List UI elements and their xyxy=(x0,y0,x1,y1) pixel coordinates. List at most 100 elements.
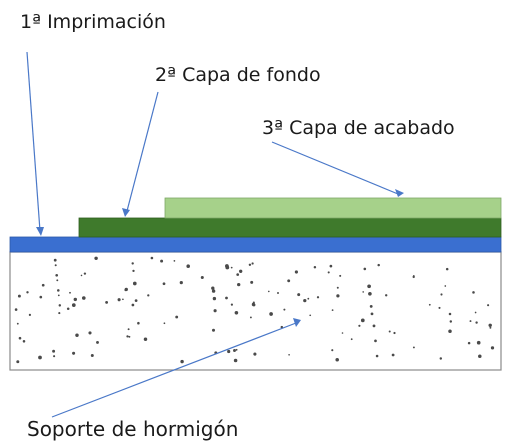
aggregate-dot xyxy=(331,349,334,352)
aggregate-dot xyxy=(438,306,441,309)
aggregate-dot xyxy=(72,351,76,355)
aggregate-dot xyxy=(444,285,447,287)
aggregate-dot xyxy=(303,298,307,303)
aggregate-dot xyxy=(128,335,131,338)
aggregate-dot xyxy=(94,256,98,261)
aggregate-dot xyxy=(336,294,340,298)
aggregate-dot xyxy=(28,313,32,317)
aggregate-dot xyxy=(126,335,129,338)
aggregate-dot xyxy=(105,300,109,304)
aggregate-dot xyxy=(143,337,148,342)
aggregate-dot xyxy=(225,264,229,268)
aggregate-dot xyxy=(358,324,361,327)
aggregate-dot xyxy=(236,273,240,276)
aggregate-dot xyxy=(375,354,379,358)
primer-arrowhead xyxy=(36,227,44,236)
base-coat-arrowhead xyxy=(122,208,130,217)
aggregate-dot xyxy=(88,331,92,335)
aggregate-dot xyxy=(163,322,166,325)
aggregate-dot xyxy=(147,294,150,297)
aggregate-dot xyxy=(490,346,495,350)
aggregate-dot xyxy=(445,267,449,271)
aggregate-dot xyxy=(288,353,290,356)
aggregate-dot xyxy=(17,294,21,298)
base-coat-leader-line xyxy=(126,91,159,212)
aggregate-dot xyxy=(335,358,339,362)
aggregate-dot xyxy=(39,295,43,299)
aggregate-dot xyxy=(449,320,453,323)
finish-coat-arrowhead xyxy=(395,189,404,197)
aggregate-dot xyxy=(175,315,179,319)
aggregate-dot xyxy=(475,321,478,324)
finish-coat-leader-line xyxy=(271,141,399,195)
aggregate-dot xyxy=(367,284,371,289)
aggregate-dot xyxy=(237,282,241,287)
aggregate-dot xyxy=(66,307,70,310)
aggregate-dot xyxy=(58,312,61,315)
aggregate-dot xyxy=(211,286,215,290)
aggregate-dot xyxy=(52,349,56,353)
aggregate-dot xyxy=(239,269,243,273)
aggregate-dot xyxy=(251,262,254,265)
aggregate-dot xyxy=(363,267,367,271)
aggregate-dot xyxy=(234,311,239,315)
aggregate-dot xyxy=(287,279,291,283)
aggregate-dot xyxy=(472,291,475,294)
aggregate-dot xyxy=(309,314,312,317)
aggregate-dot xyxy=(75,333,79,337)
aggregate-dot xyxy=(233,358,238,363)
aggregate-dot xyxy=(57,289,60,292)
aggregate-dot xyxy=(124,288,127,292)
aggregate-dot xyxy=(173,260,176,262)
aggregate-dot xyxy=(225,296,228,300)
aggregate-dot xyxy=(162,282,166,286)
finish-coat-label: 3ª Capa de acabado xyxy=(262,117,455,139)
aggregate-dot xyxy=(350,338,353,341)
aggregate-dot xyxy=(81,296,86,300)
aggregate-dot xyxy=(213,309,217,313)
aggregate-dot xyxy=(55,273,59,277)
substrate-leader-line xyxy=(51,322,297,418)
aggregate-dot xyxy=(412,275,415,279)
primer-label: 1ª Imprimación xyxy=(20,11,166,33)
substrate-label: Soporte de hormigón xyxy=(27,417,238,441)
aggregate-dot xyxy=(297,293,301,297)
aggregate-dot xyxy=(267,290,270,293)
aggregate-dot xyxy=(329,264,333,268)
aggregate-dot xyxy=(252,303,256,307)
aggregate-dot xyxy=(38,355,42,360)
aggregate-dot xyxy=(474,311,477,314)
aggregate-dot xyxy=(248,263,252,266)
aggregate-dot xyxy=(26,291,29,294)
aggregate-dot xyxy=(14,308,18,311)
aggregate-dot xyxy=(391,353,395,357)
aggregate-dot xyxy=(179,280,183,285)
aggregate-dot xyxy=(252,301,255,304)
aggregate-dot xyxy=(439,357,443,360)
aggregate-dot xyxy=(440,293,443,296)
aggregate-dot xyxy=(58,304,62,307)
aggregate-dot xyxy=(186,264,190,268)
aggregate-dot xyxy=(41,283,45,287)
aggregate-dot xyxy=(370,312,374,316)
aggregate-dot xyxy=(393,331,396,335)
aggregate-dot xyxy=(362,291,365,293)
aggregate-dot xyxy=(117,298,121,302)
aggregate-dot xyxy=(476,340,481,345)
aggregate-dot xyxy=(369,304,373,308)
aggregate-dot xyxy=(90,354,94,357)
aggregate-dot xyxy=(54,264,57,267)
aggregate-dot xyxy=(22,340,26,343)
aggregate-dot xyxy=(294,270,298,274)
aggregate-dot xyxy=(211,289,216,293)
aggregate-dot xyxy=(385,294,388,297)
aggregate-dot xyxy=(235,348,238,351)
aggregate-dot xyxy=(368,291,372,296)
aggregate-dot xyxy=(233,349,236,352)
aggregate-dot xyxy=(96,340,99,344)
aggregate-dot xyxy=(277,292,279,294)
aggregate-dot xyxy=(230,303,233,306)
aggregate-dot xyxy=(212,296,217,301)
aggregate-dot xyxy=(53,355,56,358)
